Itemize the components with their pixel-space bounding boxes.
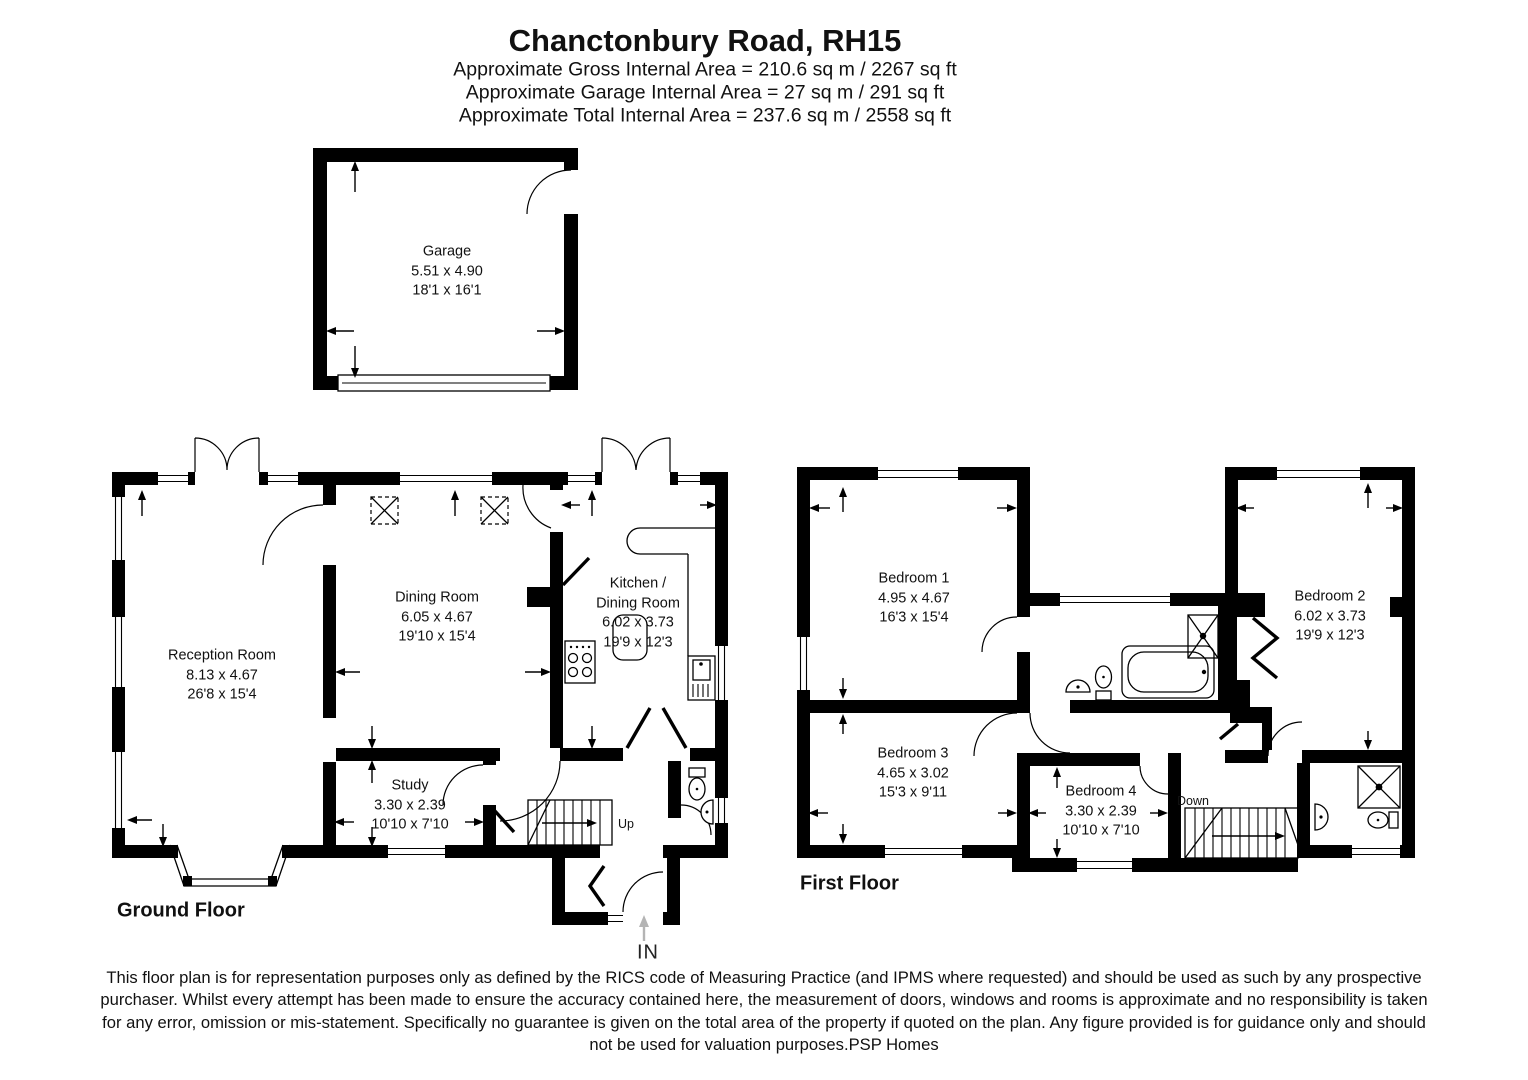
- total-area-line: Approximate Total Internal Area = 237.6 …: [458, 104, 952, 127]
- bathroom-basin-icon: [1065, 679, 1091, 693]
- ground-floor-dimension-arrows: [127, 490, 717, 847]
- first-floor-dimension-arrows: [808, 483, 1403, 858]
- bathroom-toilet-icon: [1094, 665, 1113, 701]
- room-label-garage: Garage 5.51 x 4.90 18'1 x 16'1: [411, 243, 483, 299]
- stairs-down: [1184, 807, 1299, 859]
- disclaimer-text: This floor plan is for representation pu…: [100, 968, 1428, 1055]
- stairs-down-label: Down: [1177, 794, 1209, 808]
- wc-toilet-icon: [688, 767, 706, 801]
- garage-roller-door-icon: [337, 374, 551, 392]
- room-label-dining: Dining Room 6.05 x 4.67 19'10 x 15'4: [395, 589, 479, 645]
- room-label-bedroom-1: Bedroom 1 4.95 x 4.67 16'3 x 15'4: [878, 570, 950, 626]
- first-floor-plan: [797, 467, 1415, 872]
- room-label-bedroom-3: Bedroom 3 4.65 x 3.02 15'3 x 9'11: [877, 745, 949, 801]
- ground-floor-plan: [112, 437, 728, 941]
- bath-icon: [1121, 645, 1215, 699]
- bay-window-icon: [166, 844, 294, 887]
- first-floor-label: First Floor: [800, 872, 899, 895]
- sink-icon: [687, 655, 716, 701]
- kitchen-counter: [612, 527, 715, 661]
- room-label-kitchen: Kitchen / Dining Room 6.02 x 3.73 19'9 x…: [596, 575, 680, 651]
- ground-floor-door-leaves: [492, 556, 688, 907]
- stairs-up-label: Up: [618, 817, 634, 831]
- garage-door-arc: [526, 169, 572, 215]
- ground-floor-label: Ground Floor: [117, 899, 245, 922]
- first-floor-door-arcs: [973, 616, 1303, 795]
- french-doors-icon: [194, 437, 671, 472]
- garage-dimension-arrows: [326, 161, 565, 378]
- plan-title: Chanctonbury Road, RH15: [508, 23, 902, 58]
- skylight-icon: [370, 496, 509, 525]
- ground-floor-windows: [114, 474, 726, 923]
- ensuite-shower-icon: [1357, 765, 1401, 809]
- ensuite-toilet-icon: [1367, 811, 1399, 829]
- first-floor-door-leaves: [1218, 616, 1280, 741]
- entrance-label: IN: [637, 941, 659, 964]
- gross-area-line: Approximate Gross Internal Area = 210.6 …: [453, 58, 957, 81]
- room-label-reception: Reception Room 8.13 x 4.67 26'8 x 15'4: [168, 647, 276, 703]
- ground-floor-door-arcs: [262, 484, 712, 913]
- garage-area-line: Approximate Garage Internal Area = 27 sq…: [465, 81, 945, 104]
- bathroom-shower-icon: [1187, 614, 1219, 659]
- garage-plan: [313, 148, 578, 392]
- room-label-bedroom-2: Bedroom 2 6.02 x 3.73 19'9 x 12'3: [1294, 588, 1366, 644]
- first-floor-windows: [799, 469, 1400, 870]
- stairs-up: [527, 799, 613, 846]
- wc-basin-icon: [700, 799, 714, 825]
- ensuite-basin-icon: [1314, 803, 1329, 831]
- stove-icon: [564, 640, 596, 684]
- room-label-study: Study 3.30 x 2.39 10'10 x 7'10: [371, 777, 449, 833]
- room-label-bedroom-4: Bedroom 4 3.30 x 2.39 10'10 x 7'10: [1062, 783, 1140, 839]
